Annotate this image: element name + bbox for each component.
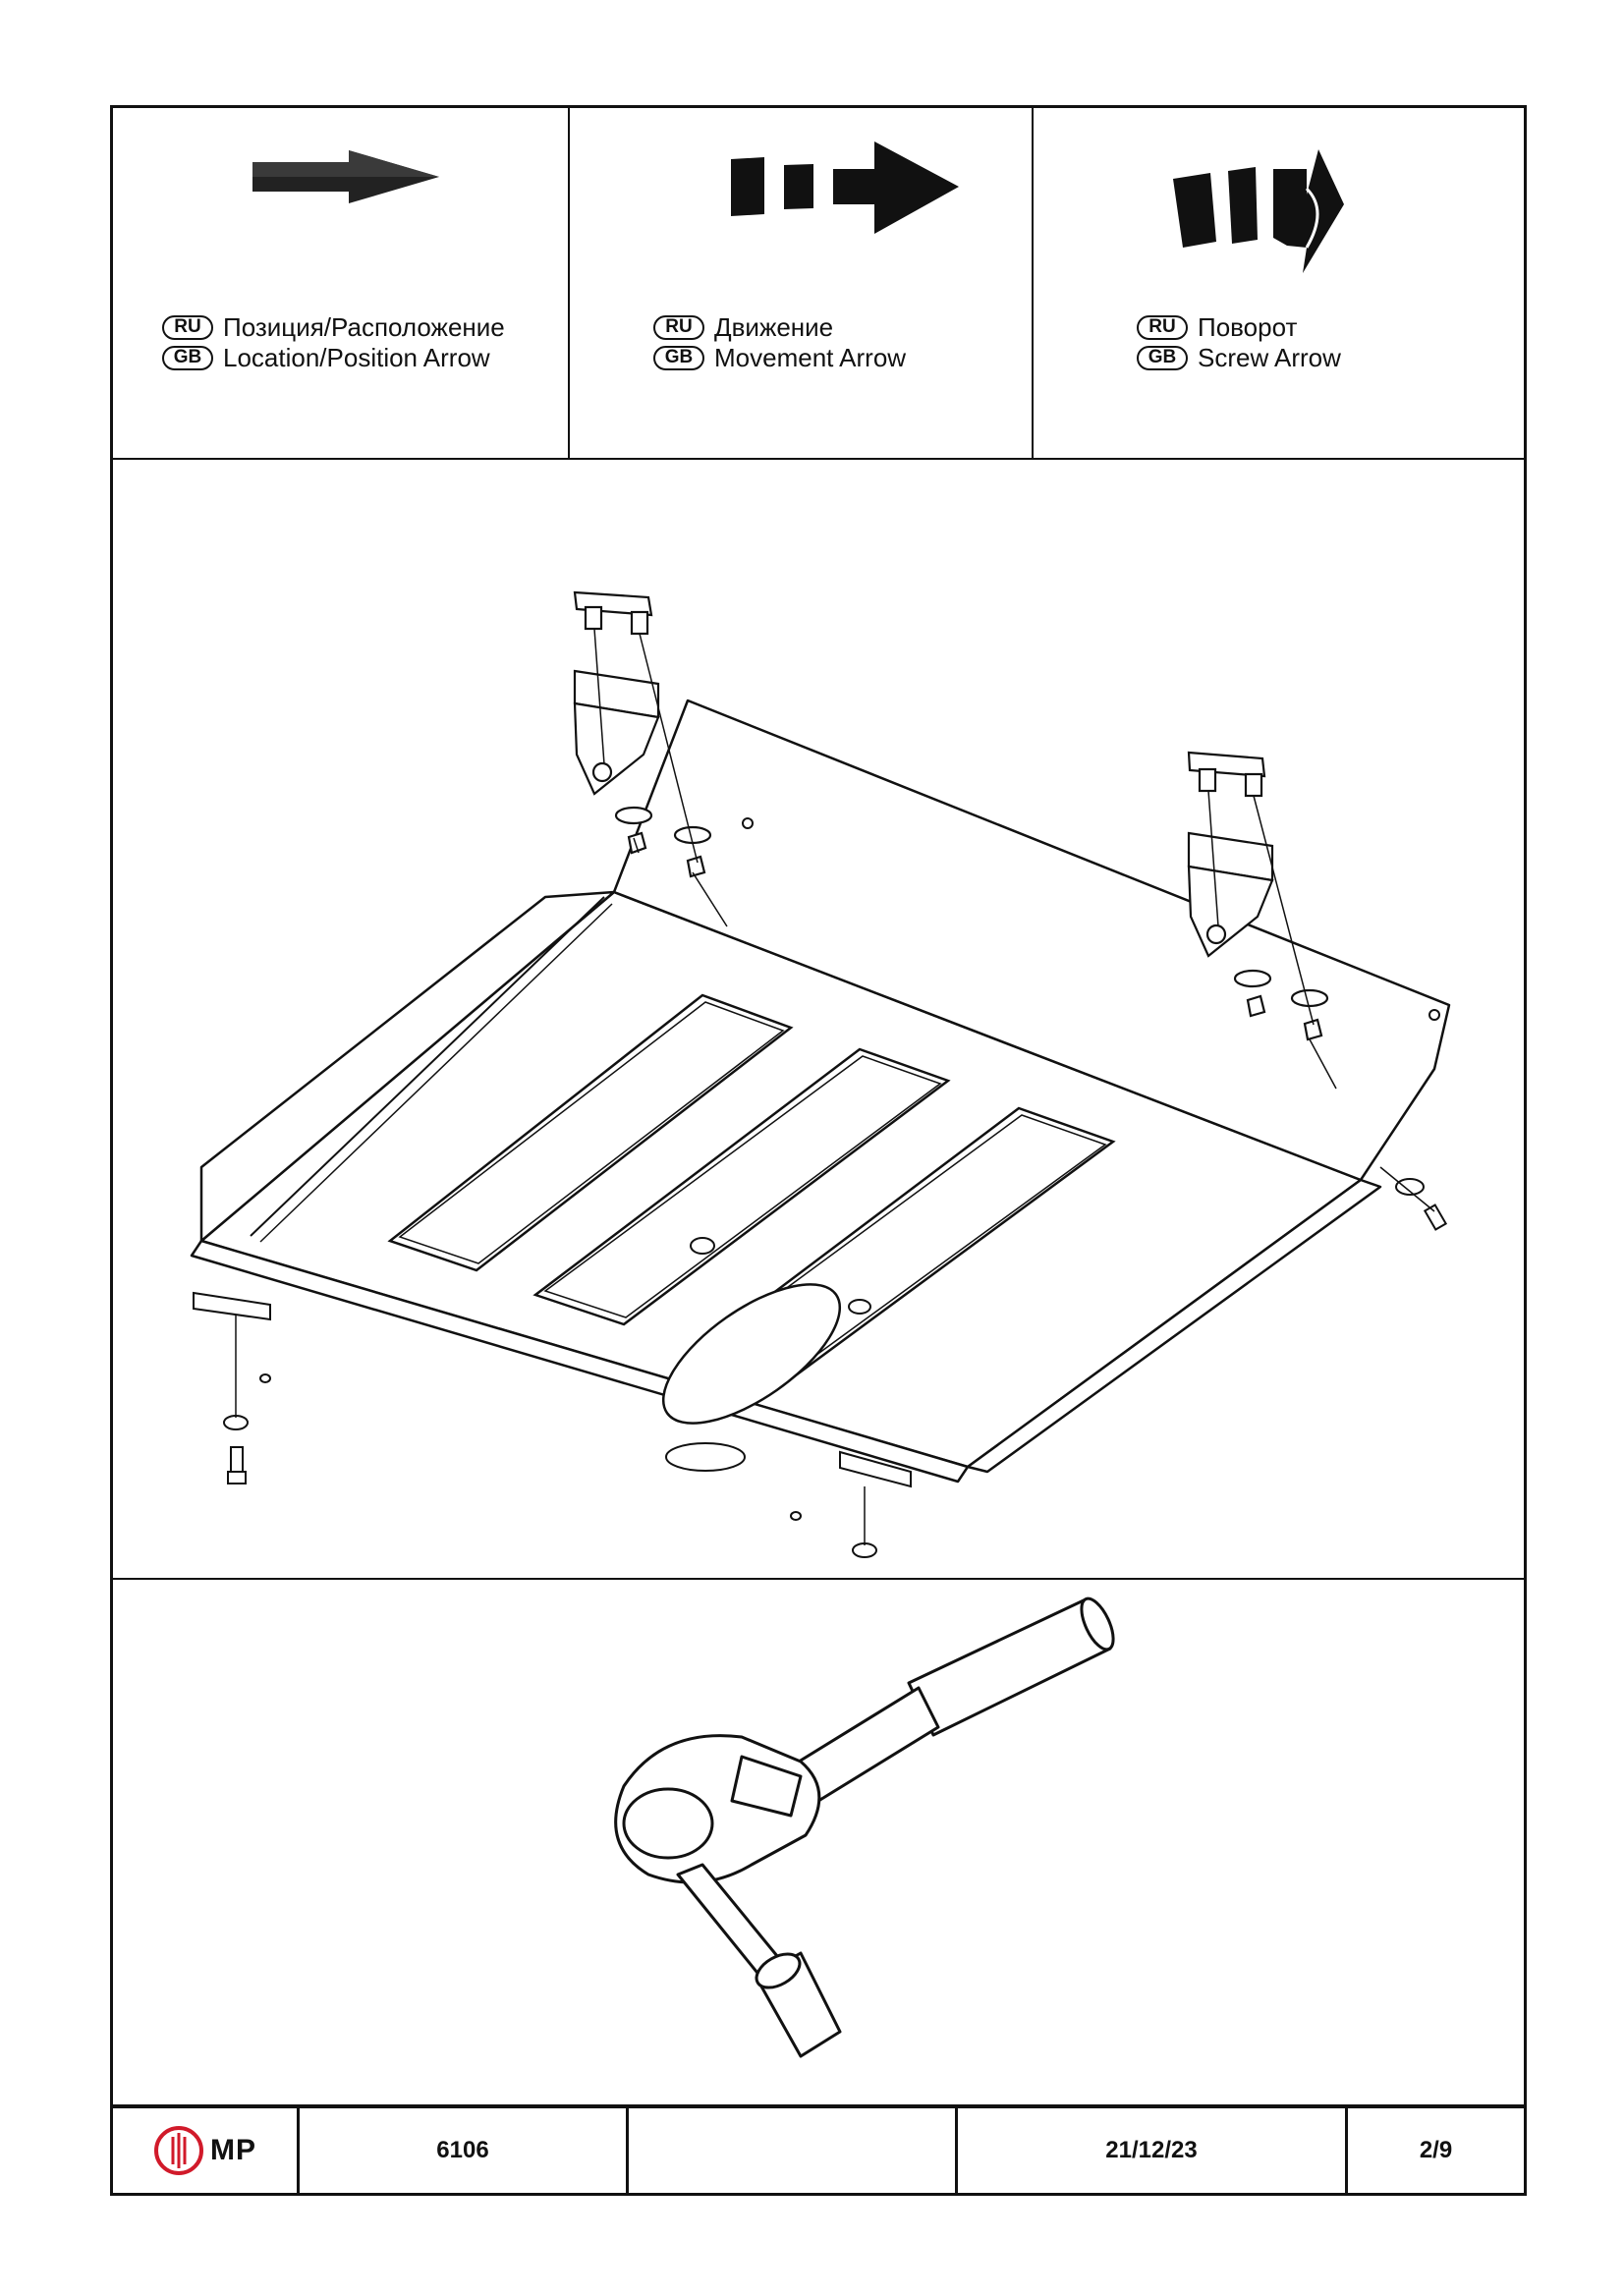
legend-text-movement: RU Движение GB Movement Arrow <box>653 312 906 373</box>
legend-text-screw: RU Поворот GB Screw Arrow <box>1137 312 1341 373</box>
skid-plate-exploded-view-icon <box>190 590 1451 1558</box>
date: 21/12/23 <box>958 2108 1348 2193</box>
left-bracket-assembly <box>573 590 712 878</box>
drawing-frame: RU Позиция/Расположение GB Location/Positi… <box>110 105 1527 2196</box>
legend-gb-label: Movement Arrow <box>714 343 907 372</box>
assembly-diagram <box>113 460 1524 1580</box>
gb-badge: GB <box>162 346 213 370</box>
legend-cell-movement: RU Движение GB Movement Arrow <box>570 108 1034 458</box>
ratchet-wrench-icon <box>614 1596 1115 2058</box>
screw-arrow-icon <box>1173 149 1344 273</box>
legend-cell-screw: RU Поворот GB Screw Arrow <box>1034 108 1527 458</box>
logo-icon <box>154 2126 203 2175</box>
gb-badge: GB <box>653 346 704 370</box>
tool-panel <box>113 1580 1524 2110</box>
legend-gb-label: Screw Arrow <box>1198 343 1341 372</box>
gb-badge: GB <box>1137 346 1188 370</box>
ru-badge: RU <box>1137 315 1188 340</box>
brand-logo: MP <box>210 2134 256 2166</box>
ru-badge: RU <box>162 315 213 340</box>
logo-cell: MP <box>113 2108 300 2193</box>
ru-badge: RU <box>653 315 704 340</box>
location-arrow-icon <box>252 150 439 203</box>
page-number: 2/9 <box>1419 2137 1453 2163</box>
blank-cell <box>629 2108 958 2193</box>
part-number: 6106 <box>300 2108 629 2193</box>
arrow-legend: RU Позиция/Расположение GB Location/Positi… <box>113 108 1524 460</box>
legend-ru-label: Движение <box>714 312 834 342</box>
legend-ru-label: Поворот <box>1198 312 1298 342</box>
movement-arrow-icon <box>731 141 959 234</box>
legend-gb-label: Location/Position Arrow <box>223 343 490 372</box>
legend-ru-label: Позиция/Расположение <box>223 312 505 342</box>
legend-text-location: RU Позиция/Расположение GB Location/Positi… <box>162 312 505 373</box>
title-block: MP 6106 21/12/23 2/9 <box>113 2104 1524 2193</box>
right-bracket-assembly <box>1187 751 1329 1041</box>
legend-cell-location: RU Позиция/Расположение GB Location/Positi… <box>113 108 570 458</box>
